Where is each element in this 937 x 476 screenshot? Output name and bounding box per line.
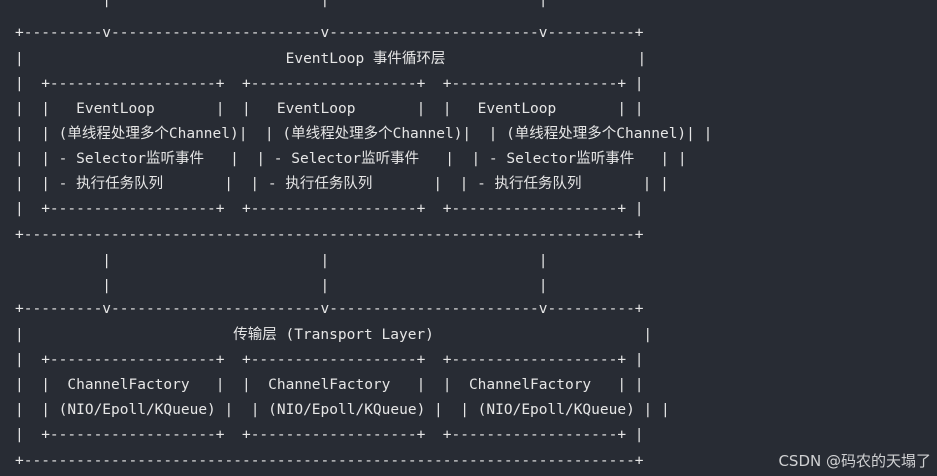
connector-line: | | | bbox=[15, 253, 548, 269]
box-border-bottom: +---------------------------------------… bbox=[15, 453, 644, 469]
connector-line: | | | bbox=[15, 278, 548, 294]
eventloop-layer-title: | EventLoop 事件循环层 | bbox=[15, 51, 647, 67]
inner-box-top: | +-------------------+ +---------------… bbox=[15, 352, 644, 368]
inner-box-bottom: | +-------------------+ +---------------… bbox=[15, 201, 644, 217]
eventloop-box-title: | | EventLoop | | EventLoop | | EventLoo… bbox=[15, 101, 644, 117]
box-border-top: +---------v------------------------v----… bbox=[15, 301, 644, 317]
inner-box-bottom: | +-------------------+ +---------------… bbox=[15, 427, 644, 443]
transport-layer-title: | 传输层 (Transport Layer) | bbox=[15, 327, 653, 343]
box-border-top: +---------v------------------------v----… bbox=[15, 25, 644, 41]
channelfactory-box-desc: | | (NIO/Epoll/KQueue) | | (NIO/Epoll/KQ… bbox=[15, 402, 670, 418]
eventloop-box-tasks: | | - 执行任务队列 | | - 执行任务队列 | | - 执行任务队列 |… bbox=[15, 176, 669, 192]
box-border-bottom: +---------------------------------------… bbox=[15, 227, 644, 243]
inner-box-top: | +-------------------+ +---------------… bbox=[15, 76, 644, 92]
csdn-watermark: CSDN @码农的天塌了 bbox=[778, 452, 931, 470]
eventloop-box-selector: | | - Selector监听事件 | | - Selector监听事件 | … bbox=[15, 151, 687, 167]
eventloop-box-desc: | | (单线程处理多个Channel)| | (单线程处理多个Channel)… bbox=[15, 126, 713, 142]
channelfactory-box-title: | | ChannelFactory | | ChannelFactory | … bbox=[15, 377, 644, 393]
connector-line: | | | bbox=[15, 0, 548, 8]
